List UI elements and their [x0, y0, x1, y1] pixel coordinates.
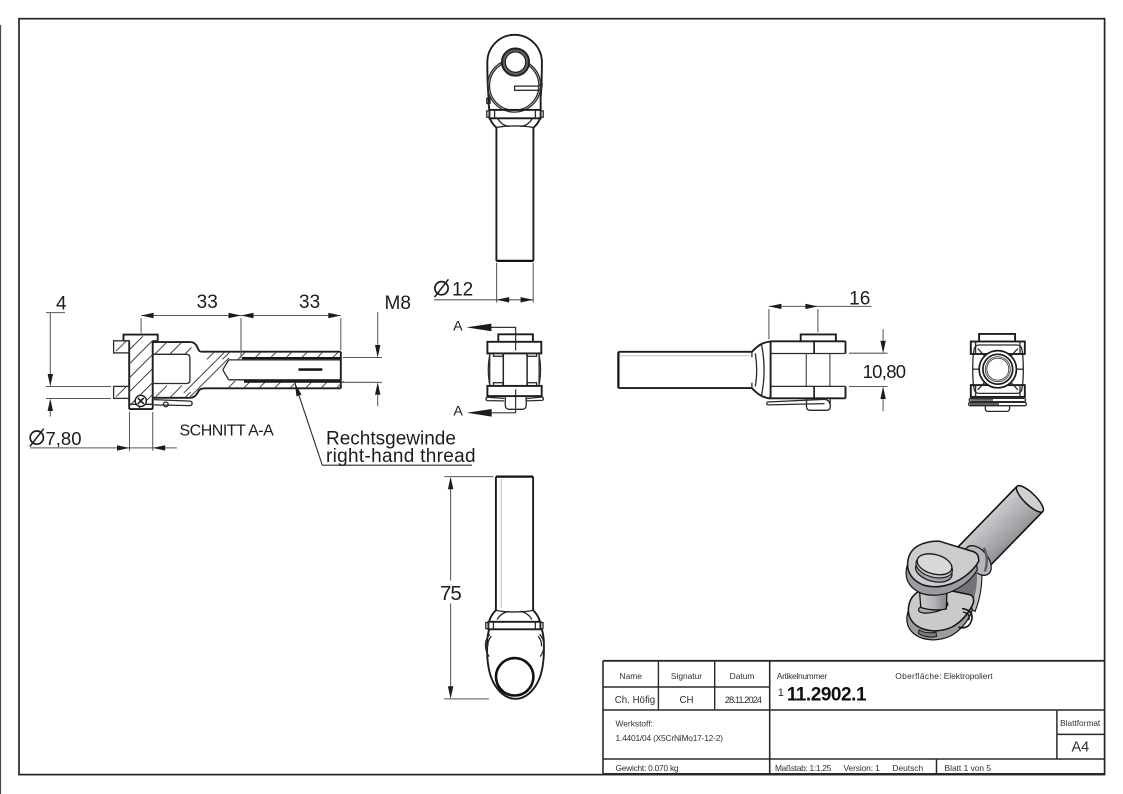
svg-text:7,80: 7,80 — [46, 428, 82, 449]
svg-text:SCHNITT A-A: SCHNITT A-A — [180, 423, 275, 440]
svg-text:Werkstoff:: Werkstoff: — [616, 719, 653, 729]
svg-text:16: 16 — [849, 289, 870, 310]
svg-text:Name: Name — [620, 671, 643, 681]
svg-text:75: 75 — [440, 582, 461, 605]
svg-text:11.2902.1: 11.2902.1 — [787, 685, 867, 706]
svg-text:Signatur: Signatur — [671, 671, 702, 681]
svg-text:Deutsch: Deutsch — [892, 763, 923, 773]
svg-text:Blattformat: Blattformat — [1060, 718, 1101, 728]
svg-text:33: 33 — [197, 292, 218, 313]
svg-text:Maßstab: 1:1.25: Maßstab: 1:1.25 — [775, 763, 832, 773]
svg-text:Version: 1: Version: 1 — [844, 763, 881, 773]
svg-text:Ch. Höfig: Ch. Höfig — [615, 695, 655, 706]
svg-text:Elektropoliert: Elektropoliert — [944, 671, 994, 681]
svg-text:Gewicht: 0.070 kg: Gewicht: 0.070 kg — [616, 763, 679, 773]
svg-text:A: A — [453, 318, 463, 334]
svg-text:A: A — [453, 404, 463, 420]
svg-text:Datum: Datum — [730, 671, 755, 681]
svg-text:Oberfläche:: Oberfläche: — [895, 671, 942, 681]
svg-text:10,80: 10,80 — [863, 361, 906, 382]
svg-text:right-hand thread: right-hand thread — [326, 446, 476, 467]
svg-text:12: 12 — [452, 280, 473, 301]
svg-text:1: 1 — [778, 687, 784, 699]
svg-text:4: 4 — [56, 294, 67, 315]
svg-text:Artikelnummer: Artikelnummer — [777, 671, 828, 681]
svg-text:1.4401/04 (X5CrNiMo17-12-2): 1.4401/04 (X5CrNiMo17-12-2) — [616, 733, 724, 743]
svg-text:M8: M8 — [385, 293, 411, 314]
svg-text:A4: A4 — [1072, 740, 1090, 756]
svg-text:28.11.2024: 28.11.2024 — [725, 694, 762, 705]
svg-text:Blatt 1 von 5: Blatt 1 von 5 — [945, 763, 992, 773]
svg-text:Rechtsgewinde: Rechtsgewinde — [326, 428, 456, 449]
svg-text:33: 33 — [299, 292, 320, 313]
svg-text:CH: CH — [680, 695, 694, 706]
